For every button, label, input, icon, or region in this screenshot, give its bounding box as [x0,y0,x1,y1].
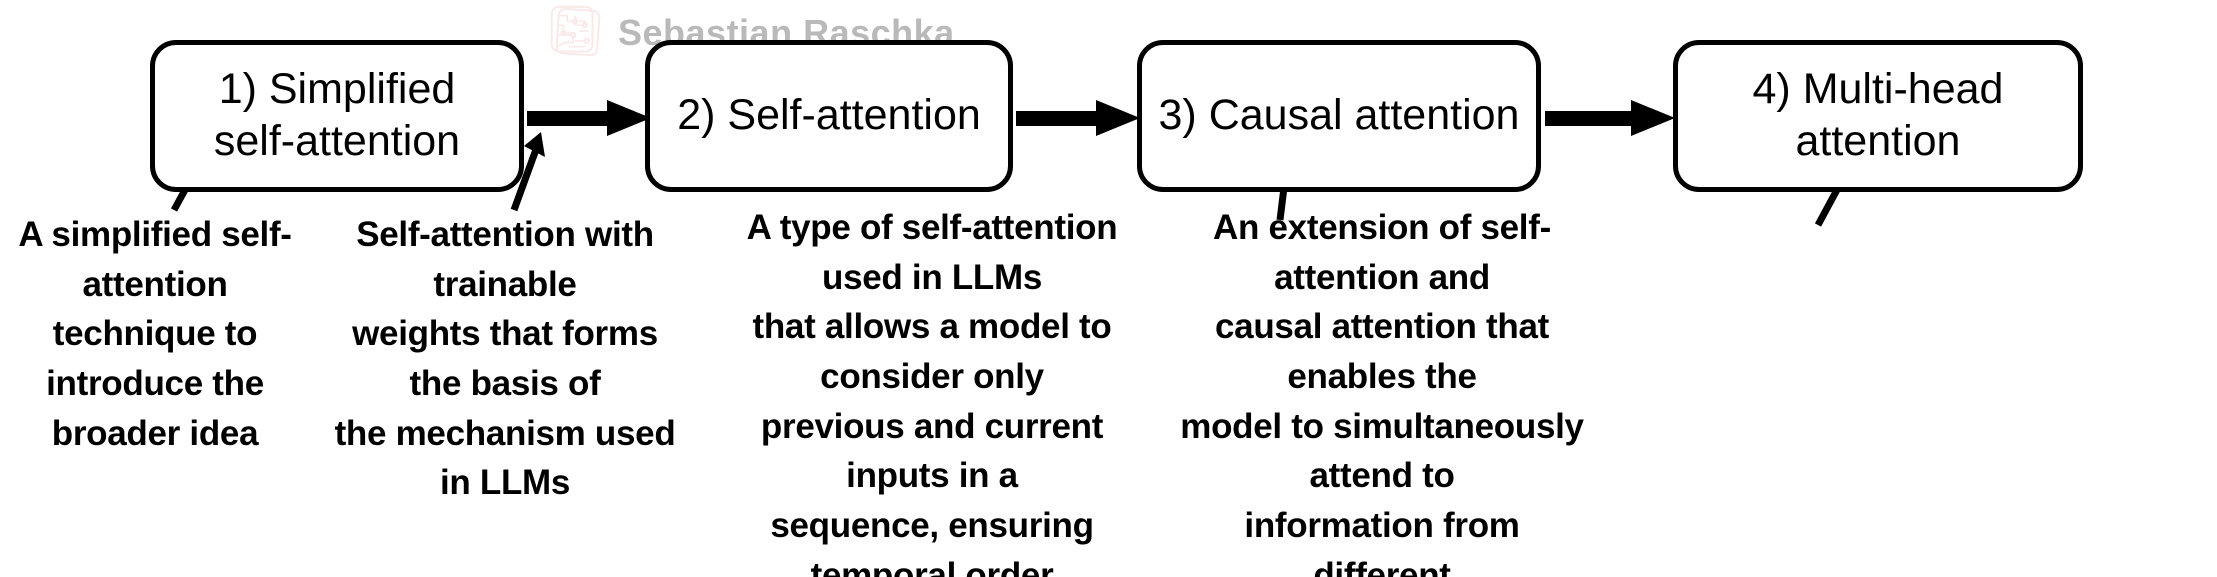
stage-box-3-label: 3) Causal attention [1158,91,1520,140]
stage-caption-4: An extension of self-attention and causa… [1180,208,1584,577]
stage-box-2[interactable]: 2) Self-attention [645,40,1013,192]
stage-box-1[interactable]: 1) Simplified self-attention [150,40,524,192]
stage-box-3[interactable]: 3) Causal attention [1137,40,1541,192]
flow-arrow-1-to-2 [527,98,651,138]
flow-arrow-3-to-4 [1545,98,1675,138]
stage-caption-3: A type of self-attention used in LLMs th… [746,208,1118,577]
stage-caption-1: A simplified self-attention technique to… [18,215,292,453]
stage-box-4[interactable]: 4) Multi-head attention [1673,40,2083,192]
caption-pointer-arrow-2 [490,130,610,215]
stage-box-4-label: 4) Multi-head attention [1752,65,2004,165]
circuit-board-logo-icon [550,5,601,57]
stage-box-2-label: 2) Self-attention [677,91,981,140]
flow-arrow-2-to-3 [1016,98,1140,138]
stage-box-1-label: 1) Simplified self-attention [213,65,461,165]
stage-caption-2: Self-attention with trainable weights th… [334,215,676,503]
